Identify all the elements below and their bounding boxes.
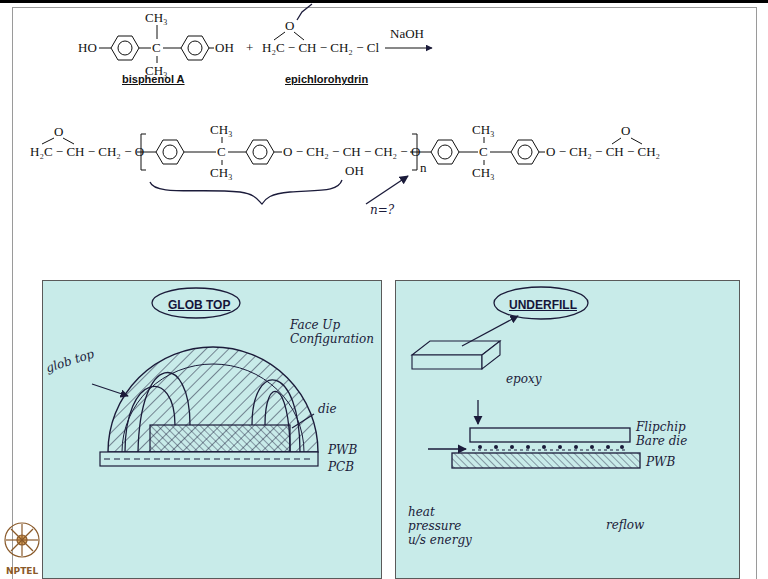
chem-atom: O (621, 123, 630, 138)
chem-atom: C (152, 40, 161, 55)
chem-atom: O (285, 18, 294, 33)
chem-group: CH₃ (472, 122, 495, 137)
compound-name: epichlorohydrin (285, 72, 368, 87)
chem-atom: C (217, 144, 226, 159)
chem-group: OH (345, 163, 364, 178)
panel-heading: UNDERFILL (509, 298, 577, 312)
handwritten-label: glob top (44, 347, 96, 376)
plus-sign: + (246, 40, 253, 55)
panel-heading: GLOB TOP (168, 298, 230, 312)
compound-name: bisphenol A (122, 72, 185, 87)
chem-group: CH₃ (472, 165, 495, 180)
repeat-index: n (420, 160, 427, 175)
handwritten-label: Flipchip Bare die (636, 420, 708, 448)
handwritten-label: PCB (328, 460, 354, 474)
handwritten-label: Face Up Configuration (290, 318, 376, 346)
handwritten-note: heat pressure u/s energy (408, 505, 480, 547)
handwritten-note: reflow (606, 518, 644, 532)
chem-group: CH₃ (210, 122, 233, 137)
reagent-label: NaOH (390, 26, 424, 41)
chem-group: OH (215, 40, 234, 55)
chem-atom: O (54, 124, 63, 139)
chem-chain: O − CH₂ − CH − CH₂ − O (283, 144, 420, 159)
chem-chain: H₂C − CH − CH₂ − O (30, 144, 144, 159)
chem-atom: C (479, 144, 488, 159)
chem-chain: O − CH₂ − CH − CH₂ (546, 144, 660, 159)
handwritten-label: PWB (328, 443, 357, 457)
handwritten-label: die (318, 402, 337, 416)
chem-chain: H₂C − CH − CH₂ − Cl (262, 40, 379, 55)
logo-text: NPTEL (6, 564, 38, 579)
chem-group: CH₃ (145, 10, 168, 25)
handwritten-label: PWB (646, 455, 675, 469)
handwritten-label: epoxy (506, 372, 542, 386)
handwritten-note: n=? (370, 203, 394, 217)
chem-group: CH₃ (210, 165, 233, 180)
chem-group: HO (78, 40, 97, 55)
